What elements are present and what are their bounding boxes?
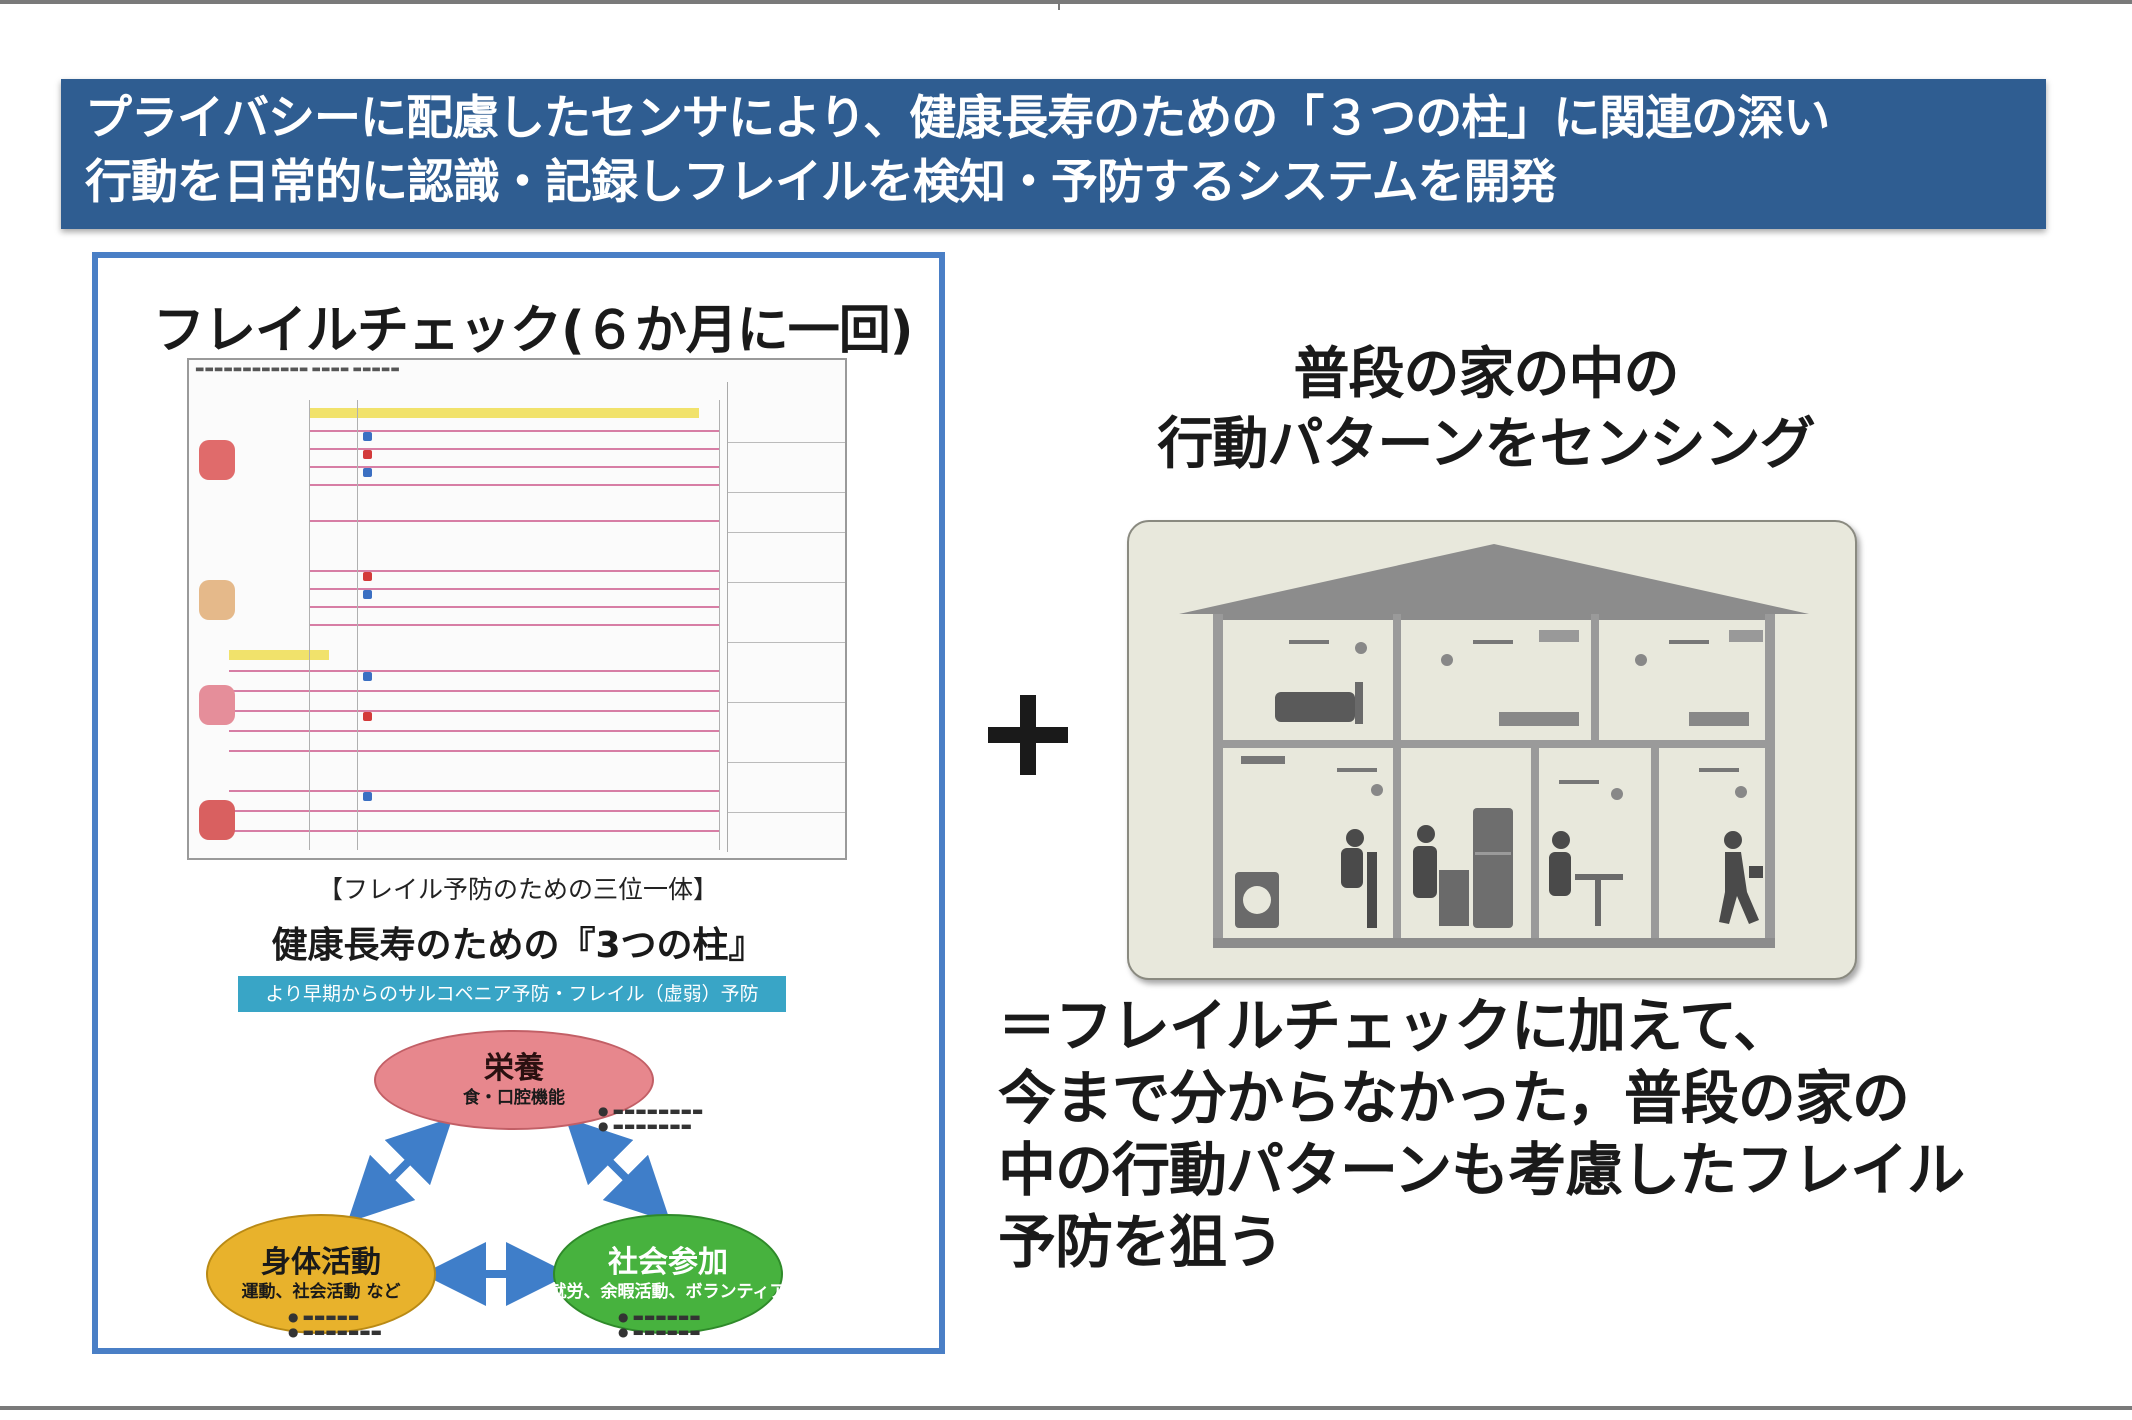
frailty-check-title: フレイルチェック(６か月に一回) bbox=[153, 301, 914, 361]
sheet-side-row bbox=[728, 582, 845, 583]
sheet-checkbox bbox=[363, 672, 372, 681]
top-border-tick bbox=[1058, 0, 1060, 10]
house-illustration bbox=[1127, 520, 1857, 980]
sheet-column bbox=[357, 400, 358, 850]
sheet-figure-icon bbox=[199, 685, 235, 725]
check-sheet-thumbnail: ▬▬▬▬▬▬▬▬▬▬▬▬ ▬▬▬▬ ▬▬▬▬▬ bbox=[187, 358, 847, 860]
house-title: 普段の家の中の 行動パターンをセンシング bbox=[1086, 340, 1886, 480]
sheet-rule bbox=[309, 466, 719, 468]
headline-line-2: 行動を日常的に認識・記録しフレイルを検知・予防するシステムを開発 bbox=[85, 155, 1557, 210]
sheet-rule bbox=[309, 430, 719, 432]
sheet-side-row bbox=[728, 442, 845, 443]
pillar-physical-sub: 運動、社会活動 など bbox=[241, 1282, 401, 1302]
conclusion-line-1: ＝フレイルチェックに加えて、 bbox=[998, 992, 1791, 1060]
pillar-note: ● ▬▬▬▬▬▬▬▬● ▬▬▬▬▬▬▬ bbox=[598, 1104, 704, 1133]
sheet-checkbox bbox=[363, 572, 372, 581]
sheet-column bbox=[309, 400, 310, 850]
house-title-line-1: 普段の家の中の bbox=[1293, 342, 1680, 407]
conclusion-line-3: 中の行動パターンも考慮したフレイル bbox=[998, 1136, 1965, 1204]
house-drawing bbox=[1179, 544, 1809, 948]
sheet-rule bbox=[229, 670, 719, 672]
sheet-checkbox bbox=[363, 468, 372, 477]
pillar-social-sub: 就労、余暇活動、ボランティア bbox=[549, 1282, 787, 1302]
sheet-figure-icon bbox=[199, 440, 235, 480]
pillar-social: 社会参加 就労、余暇活動、ボランティア bbox=[550, 1214, 787, 1334]
sheet-rule bbox=[229, 750, 719, 752]
frailty-check-panel: フレイルチェック(６か月に一回) ▬▬▬▬▬▬▬▬▬▬▬▬ ▬▬▬▬ ▬▬▬▬▬ bbox=[92, 252, 945, 1354]
pillar-note: ● ▬▬▬▬▬▬● ▬▬▬▬▬▬ bbox=[618, 1310, 701, 1339]
triad-banner: より早期からのサルコペニア予防・フレイル（虚弱）予防 bbox=[238, 976, 786, 1012]
house-title-line-2: 行動パターンをセンシング bbox=[1157, 412, 1815, 477]
sheet-checkbox bbox=[363, 432, 372, 441]
sheet-highlight-row bbox=[229, 650, 329, 660]
pillar-physical-label: 身体活動 bbox=[261, 1245, 381, 1280]
sheet-side-row bbox=[728, 532, 845, 533]
pillar-social-label: 社会参加 bbox=[608, 1245, 728, 1280]
sheet-column bbox=[719, 400, 720, 850]
sheet-rule bbox=[309, 624, 719, 626]
sheet-rule bbox=[309, 606, 719, 608]
sheet-rule bbox=[309, 588, 719, 590]
sheet-figure-icon bbox=[199, 800, 235, 840]
sheet-side-row bbox=[728, 642, 845, 643]
pillar-nutrition-label: 栄養 bbox=[484, 1051, 544, 1086]
sheet-rule bbox=[229, 730, 719, 732]
sheet-rule bbox=[309, 448, 719, 450]
sheet-rule bbox=[229, 830, 719, 832]
sheet-rule bbox=[229, 710, 719, 712]
sheet-rule bbox=[309, 484, 719, 486]
sheet-checkbox bbox=[363, 712, 372, 721]
pillar-nutrition-sub: 食・口腔機能 bbox=[463, 1088, 565, 1108]
sheet-checkbox bbox=[363, 792, 372, 801]
triad-title: 健康長寿のための『3つの柱』 bbox=[271, 925, 765, 966]
plus-icon bbox=[988, 695, 1068, 775]
sheet-figure-icon bbox=[199, 580, 235, 620]
top-border bbox=[0, 0, 2132, 4]
sheet-rule bbox=[229, 790, 719, 792]
sheet-rule bbox=[229, 690, 719, 692]
sheet-side-row bbox=[728, 812, 845, 813]
sheet-checkbox bbox=[363, 450, 372, 459]
sheet-checkbox bbox=[363, 590, 372, 599]
sheet-side-row bbox=[728, 492, 845, 493]
sheet-highlight-row bbox=[309, 408, 699, 418]
arrow-icon bbox=[565, 1117, 671, 1223]
conclusion-text: ＝フレイルチェックに加えて、 今まで分からなかった，普段の家の 中の行動パターン… bbox=[998, 990, 1965, 1278]
conclusion-line-4: 予防を狙う bbox=[998, 1208, 1284, 1276]
headline-banner: プライバシーに配慮したセンサにより、健康長寿のための「３つの柱」に関連の深い 行… bbox=[61, 79, 2046, 229]
bottom-border bbox=[0, 1406, 2132, 1410]
sheet-side-column bbox=[727, 382, 845, 852]
pillar-physical: 身体活動 運動、社会活動 など bbox=[206, 1214, 436, 1334]
sheet-side-row bbox=[728, 762, 845, 763]
arrow-icon bbox=[347, 1117, 453, 1223]
pillar-note: ● ▬▬▬▬▬● ▬▬▬▬▬▬▬ bbox=[288, 1310, 383, 1339]
sheet-rule bbox=[309, 520, 719, 522]
sheet-side-row bbox=[728, 702, 845, 703]
check-sheet-header: ▬▬▬▬▬▬▬▬▬▬▬▬ ▬▬▬▬ ▬▬▬▬▬ bbox=[195, 364, 400, 375]
pillar-nutrition: 栄養 食・口腔機能 bbox=[374, 1030, 654, 1130]
sheet-rule bbox=[309, 570, 719, 572]
conclusion-line-2: 今まで分からなかった，普段の家の bbox=[998, 1064, 1910, 1132]
triad-subtitle: 【フレイル予防のための三位一体】 bbox=[317, 875, 718, 904]
sheet-rule bbox=[229, 810, 719, 812]
headline-line-1: プライバシーに配慮したセンサにより、健康長寿のための「３つの柱」に関連の深い bbox=[85, 91, 1830, 146]
